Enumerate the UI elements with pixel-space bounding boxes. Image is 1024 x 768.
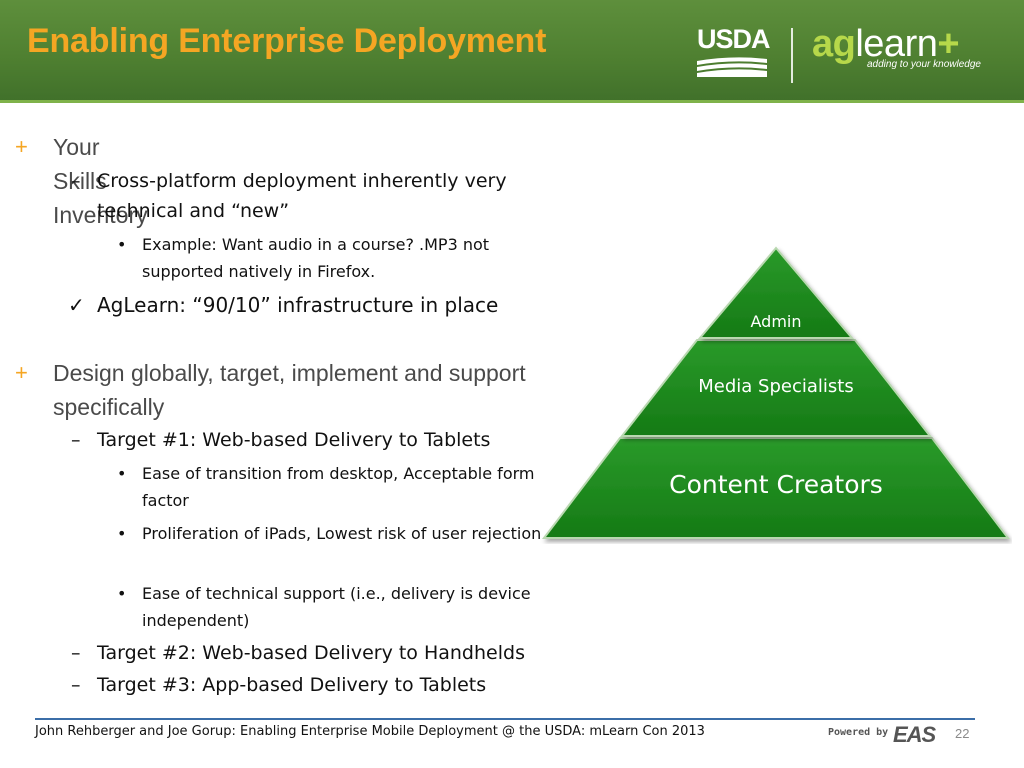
aglearn-learn: learn (855, 23, 938, 65)
check-bullet: ✓ AgLearn: “90/10” infrastructure in pla… (68, 290, 577, 320)
pyramid-tier-bottom (541, 437, 1011, 539)
aglearn-ag: ag (812, 23, 856, 65)
slide-header: Enabling Enterprise Deployment USDA agle… (0, 0, 1024, 103)
role-pyramid: Admin Media Specialists Content Creators (540, 244, 1012, 544)
usda-field-icon (697, 57, 767, 77)
powered-by-label: Powered by (828, 727, 889, 738)
slide-title: Enabling Enterprise Deployment (27, 22, 547, 60)
bullet-level3: • Ease of technical support (i.e., deliv… (117, 580, 542, 634)
pyramid-label-admin: Admin (750, 312, 802, 331)
aglearn-plus: + (937, 23, 960, 65)
pyramid-tier-top (697, 246, 855, 339)
dash-bullet-icon: – (71, 642, 81, 664)
bullet-level1: + Your Skills Inventory (15, 130, 148, 232)
checkmark-icon: ✓ (68, 293, 85, 317)
bullet-level2: – Target #2: Web-based Delivery to Handh… (71, 638, 577, 668)
dot-bullet-icon: • (117, 524, 127, 543)
bullet-level3: • Ease of transition from desktop, Accep… (117, 460, 552, 514)
page-number: 22 (955, 726, 970, 741)
aglearn-logo: aglearn+ adding to your knowledge (812, 23, 981, 70)
dot-bullet-icon: • (117, 584, 127, 603)
bullet-level2: – Target #1: Web-based Delivery to Table… (71, 425, 567, 455)
pyramid-label-content: Content Creators (669, 470, 883, 499)
pyramid-label-media: Media Specialists (698, 376, 854, 397)
footer-divider (35, 718, 975, 720)
dash-bullet-icon: – (71, 674, 81, 696)
usda-logo: USDA (697, 24, 771, 77)
eas-logo: EAS (893, 722, 936, 747)
bullet-level3: • Example: Want audio in a course? .MP3 … (117, 231, 562, 285)
dash-bullet-icon: – (71, 429, 81, 451)
dot-bullet-icon: • (117, 235, 127, 254)
bullet-level2: – Cross-platform deployment inherently v… (71, 166, 567, 226)
logo-divider (791, 28, 793, 83)
footer-citation: John Rehberger and Joe Gorup: Enabling E… (35, 724, 705, 739)
bullet-level2: – Target #3: App-based Delivery to Table… (71, 670, 577, 700)
bullet-level3: • Proliferation of iPads, Lowest risk of… (117, 520, 542, 547)
pyramid-tier-middle (619, 339, 933, 437)
plus-bullet-icon: + (15, 360, 28, 385)
dash-bullet-icon: – (71, 170, 81, 192)
bullet-level1: + Design globally, target, implement and… (15, 356, 553, 424)
usda-logo-text: USDA (697, 24, 771, 54)
dot-bullet-icon: • (117, 464, 127, 483)
aglearn-tagline: adding to your knowledge (867, 59, 981, 70)
pyramid-shape (541, 246, 1011, 539)
plus-bullet-icon: + (15, 134, 28, 159)
